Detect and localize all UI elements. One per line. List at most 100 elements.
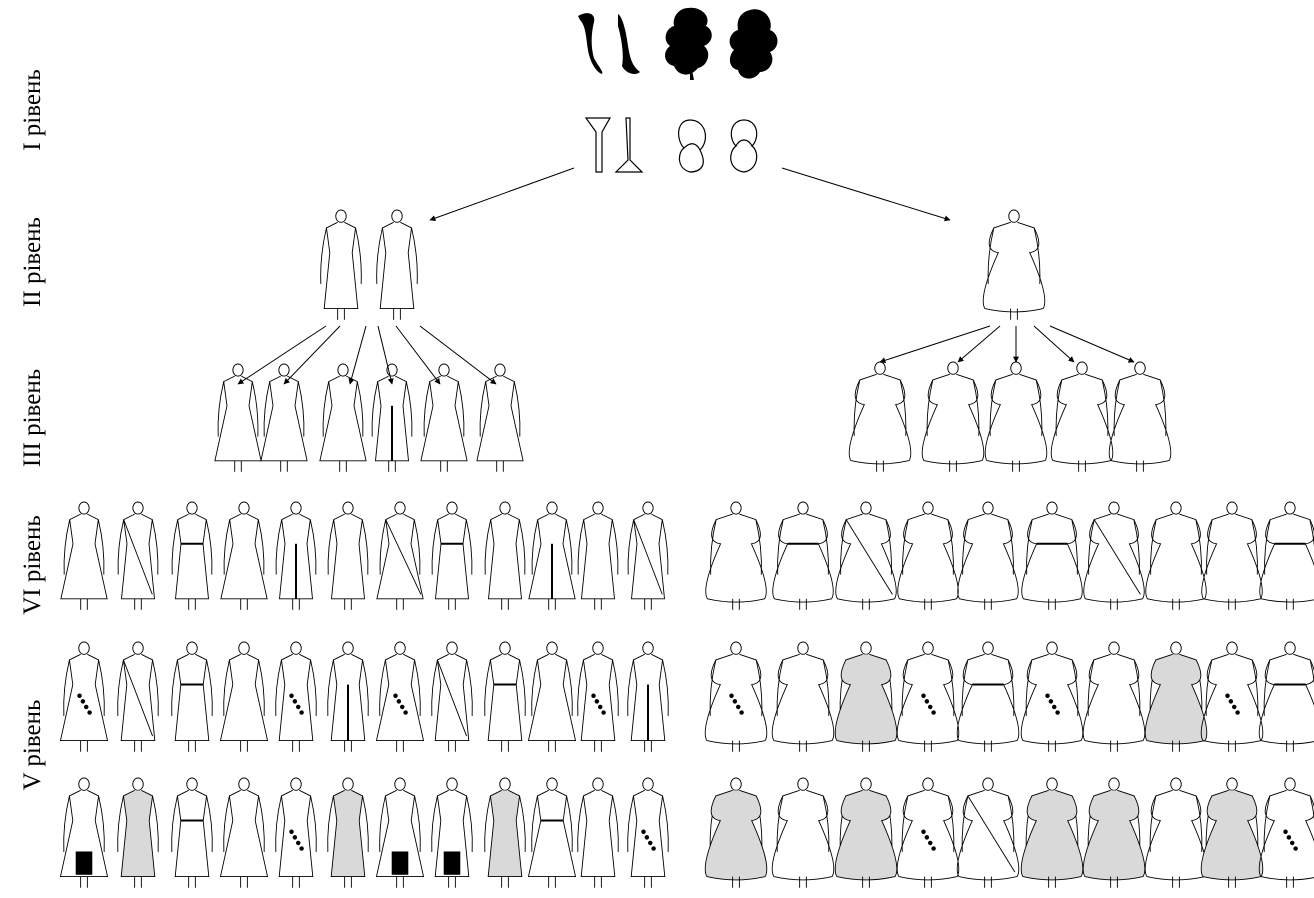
dress-outline — [705, 513, 767, 603]
level5b-right-1 — [704, 777, 768, 888]
arm-right — [258, 659, 265, 716]
black-panel — [391, 851, 409, 875]
level-label-2: II рівень — [19, 217, 46, 307]
dress-outline — [982, 221, 1046, 313]
arm-right — [662, 795, 669, 852]
arrow-right-child-4 — [1033, 325, 1075, 363]
dress-outline — [896, 653, 960, 745]
head-outline — [1170, 501, 1182, 515]
head-outline — [186, 501, 198, 515]
flower-silhouette-1 — [665, 7, 712, 80]
head-outline — [499, 777, 511, 791]
arm-right — [612, 659, 619, 716]
level4-right-5 — [957, 501, 1019, 610]
dress-outline — [1201, 513, 1263, 603]
head-outline — [232, 363, 244, 377]
head-outline — [1226, 777, 1238, 791]
head-outline — [78, 501, 90, 515]
arm-right — [355, 227, 362, 284]
dress-outline — [219, 653, 269, 742]
head-outline — [335, 209, 347, 223]
head-outline — [922, 777, 934, 791]
head-outline — [494, 363, 506, 377]
diagonal-drape — [845, 519, 893, 595]
level4-left-1 — [60, 501, 108, 610]
level5b-left-10 — [527, 777, 577, 888]
level3-left-figure-2 — [260, 363, 308, 472]
head-outline — [342, 641, 354, 655]
arm-left — [431, 795, 438, 852]
ornament-dot — [289, 693, 294, 699]
ornament-dot — [299, 710, 304, 715]
arm-right — [457, 381, 465, 437]
head-outline — [446, 777, 458, 791]
dress-outline — [1144, 789, 1208, 881]
arm-left — [171, 659, 178, 716]
arm-right — [310, 795, 317, 852]
arm-left — [431, 519, 439, 575]
arm-right — [356, 381, 364, 437]
ornament-dot — [299, 846, 304, 851]
head-outline — [132, 641, 144, 655]
arrow-to-right-branch — [781, 167, 951, 222]
arm-left — [320, 227, 327, 284]
ornament-dot — [1045, 693, 1050, 699]
dress-outline — [331, 513, 365, 600]
trumpet-form-1 — [584, 117, 612, 173]
arm-left — [223, 519, 231, 575]
head-outline — [499, 641, 511, 655]
bell-form-1 — [678, 119, 707, 173]
arm-left — [117, 795, 124, 852]
level4-right-8 — [1145, 501, 1207, 610]
ornament-dot — [399, 704, 405, 710]
arrow-left-child-3 — [348, 325, 367, 385]
dress-outline — [375, 653, 425, 742]
head-outline — [546, 501, 558, 515]
arm-left — [423, 381, 431, 437]
level5b-left-1 — [59, 777, 109, 888]
arm-left — [117, 519, 125, 575]
head-outline — [1010, 361, 1022, 375]
arm-right — [411, 227, 418, 284]
head-outline — [290, 501, 302, 515]
dress-outline — [580, 653, 616, 742]
dress-outline — [174, 789, 210, 878]
arm-left — [327, 519, 335, 575]
level4-left-9 — [484, 501, 526, 610]
level5a-left-9 — [484, 641, 526, 752]
head-outline — [132, 501, 144, 515]
dress-outline — [771, 653, 835, 745]
arm-right — [1309, 795, 1314, 820]
head-outline — [730, 501, 742, 515]
arm-right — [361, 519, 369, 575]
level-label-4: VI рівень — [19, 515, 46, 615]
flower-silhouette-2 — [729, 9, 778, 79]
arm-left — [627, 519, 635, 575]
level3-right-figure-5 — [1108, 361, 1172, 472]
head-outline — [1108, 501, 1120, 515]
dress-outline — [527, 653, 577, 742]
head-outline — [78, 641, 90, 655]
ornament-dot — [1228, 699, 1234, 704]
diagonal-drape — [437, 659, 467, 737]
ornament-dot — [1055, 710, 1060, 715]
dress-outline — [834, 789, 898, 881]
arm-right — [565, 519, 573, 575]
arm-right — [257, 519, 265, 575]
level2-column-dress-1 — [320, 209, 362, 320]
level3-left-figure-1 — [214, 363, 262, 472]
arrow-right-child-2 — [957, 325, 1001, 363]
dress-outline — [704, 653, 768, 745]
arm-left — [577, 659, 584, 716]
dress-outline — [59, 789, 109, 878]
arm-left — [327, 659, 334, 716]
ornament-dot — [931, 846, 936, 851]
level5a-right-7 — [1082, 641, 1146, 752]
stem-silhouette-2 — [618, 14, 640, 74]
head-outline — [1046, 777, 1058, 791]
head-outline — [592, 777, 604, 791]
ornament-dot — [927, 704, 933, 710]
arm-right — [297, 381, 305, 437]
level4-right-2 — [772, 501, 834, 610]
